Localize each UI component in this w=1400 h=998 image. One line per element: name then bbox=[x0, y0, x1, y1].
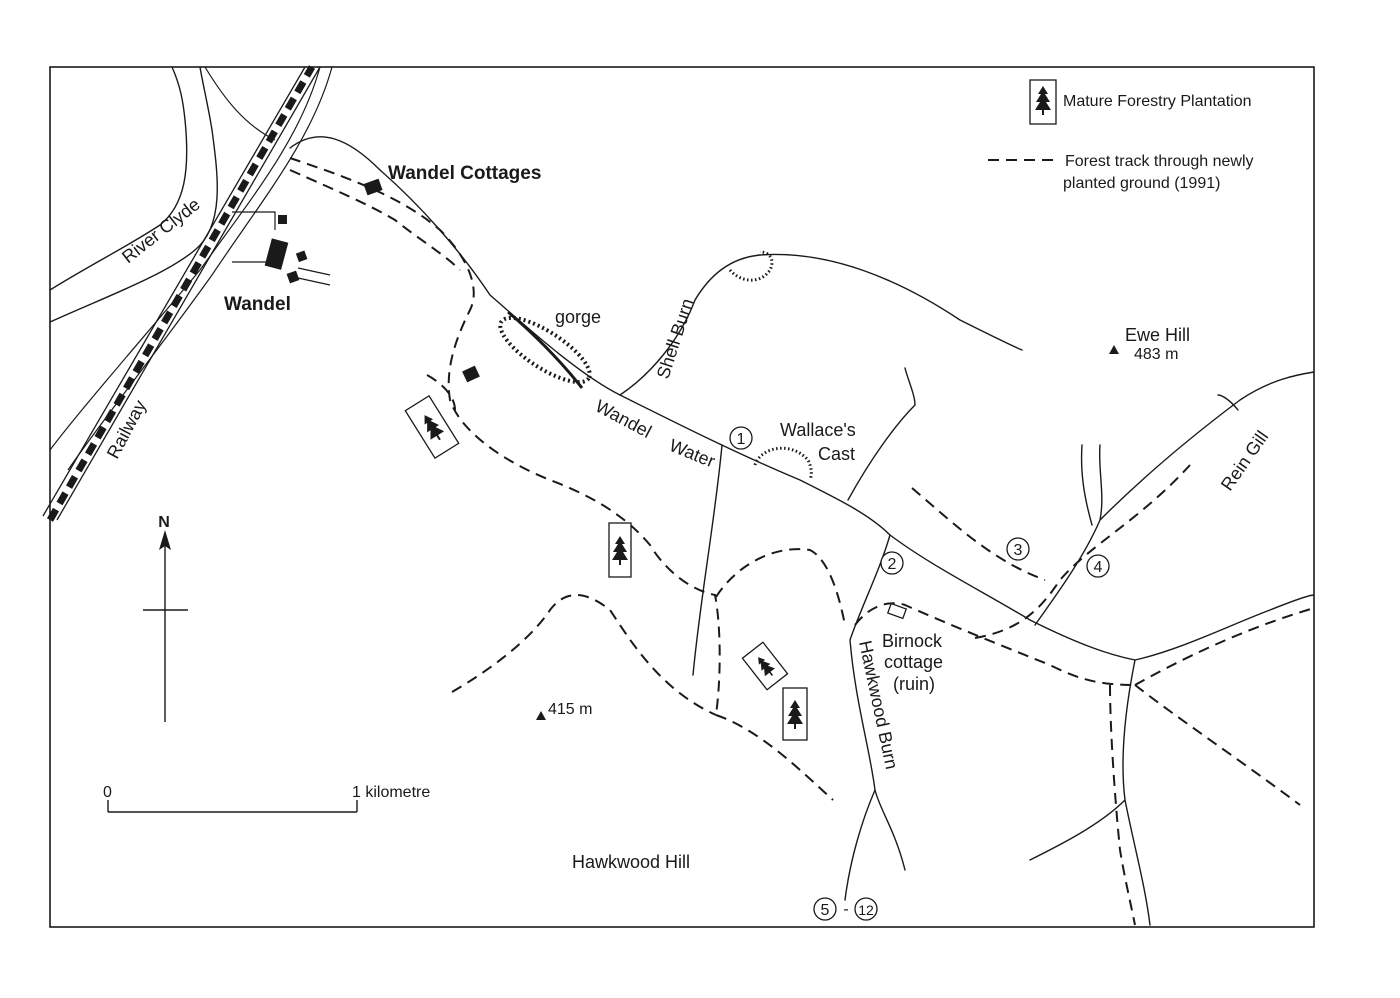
hill-hatch-north bbox=[728, 250, 774, 282]
label-gorge: gorge bbox=[555, 307, 601, 327]
label-height-415: 415 m bbox=[548, 701, 592, 718]
triangle-icon bbox=[536, 711, 546, 720]
buildings bbox=[264, 178, 480, 383]
triangle-icon bbox=[1109, 345, 1119, 354]
label-wallaces-cast-1: Wallace's bbox=[780, 420, 856, 440]
legend-track-label-2: planted ground (1991) bbox=[1063, 175, 1220, 192]
label-wandel: Wandel bbox=[224, 294, 291, 315]
forest-tracks bbox=[289, 157, 1315, 926]
legend: Mature Forestry Plantation Forest track … bbox=[988, 79, 1254, 192]
tributaries bbox=[692, 367, 1315, 926]
label-rein-gill: Rein Gill bbox=[1217, 427, 1272, 494]
marker-5-12: 5 - 12 bbox=[813, 897, 878, 921]
label-ewe-hill: Ewe Hill bbox=[1125, 325, 1190, 345]
svg-text:12: 12 bbox=[858, 902, 874, 918]
wandel-lanes bbox=[232, 211, 331, 286]
label-wallaces-cast-2: Cast bbox=[818, 444, 855, 464]
square-icon bbox=[278, 215, 287, 224]
plantation-4 bbox=[782, 687, 808, 741]
plantation-2 bbox=[608, 522, 632, 578]
road bbox=[49, 66, 333, 471]
shell-burn bbox=[619, 253, 1023, 396]
marker-3: 3 bbox=[1006, 537, 1030, 561]
scale-bar: 0 1 kilometre bbox=[103, 784, 430, 813]
north-arrow: N bbox=[143, 514, 188, 722]
marker-2: 2 bbox=[880, 551, 904, 575]
label-wandel-cottages: Wandel Cottages bbox=[388, 163, 541, 184]
svg-text:5: 5 bbox=[821, 902, 830, 919]
square-icon bbox=[286, 270, 300, 284]
label-wandel-water-2: Water bbox=[667, 435, 718, 471]
label-wandel-water-1: Wandel bbox=[592, 396, 655, 442]
label-shell-burn: Shell Burn bbox=[653, 296, 698, 381]
map-frame bbox=[49, 66, 1315, 928]
svg-text:3: 3 bbox=[1014, 542, 1023, 559]
svg-text:-: - bbox=[843, 901, 848, 918]
svg-text:4: 4 bbox=[1094, 559, 1103, 576]
plantation-1 bbox=[404, 394, 460, 460]
gorge bbox=[498, 310, 592, 389]
scale-end: 1 kilometre bbox=[352, 784, 430, 801]
label-ewe-hill-height: 483 m bbox=[1134, 346, 1178, 363]
label-birnock-2: cottage bbox=[884, 652, 943, 672]
svg-text:1: 1 bbox=[737, 431, 746, 448]
marker-4: 4 bbox=[1086, 554, 1110, 578]
plantation-3 bbox=[741, 641, 789, 691]
square-icon bbox=[295, 250, 308, 263]
svg-text:N: N bbox=[158, 514, 170, 531]
square-icon bbox=[264, 238, 289, 270]
birnock-ruin-icon bbox=[886, 602, 908, 620]
label-birnock-3: (ruin) bbox=[893, 674, 935, 694]
river-clyde-banks bbox=[49, 66, 218, 323]
label-hawkwood-hill: Hawkwood Hill bbox=[572, 852, 690, 872]
railway bbox=[42, 65, 321, 522]
label-birnock-1: Birnock bbox=[882, 631, 943, 651]
marker-1: 1 bbox=[729, 426, 753, 450]
legend-plantation-label: Mature Forestry Plantation bbox=[1063, 93, 1252, 110]
svg-text:2: 2 bbox=[888, 556, 897, 573]
label-river-clyde: River Clyde bbox=[118, 194, 204, 267]
wandel-water bbox=[289, 136, 1136, 661]
scale-start: 0 bbox=[103, 784, 112, 801]
square-icon bbox=[462, 365, 480, 383]
legend-track-label-1: Forest track through newly bbox=[1065, 153, 1254, 170]
